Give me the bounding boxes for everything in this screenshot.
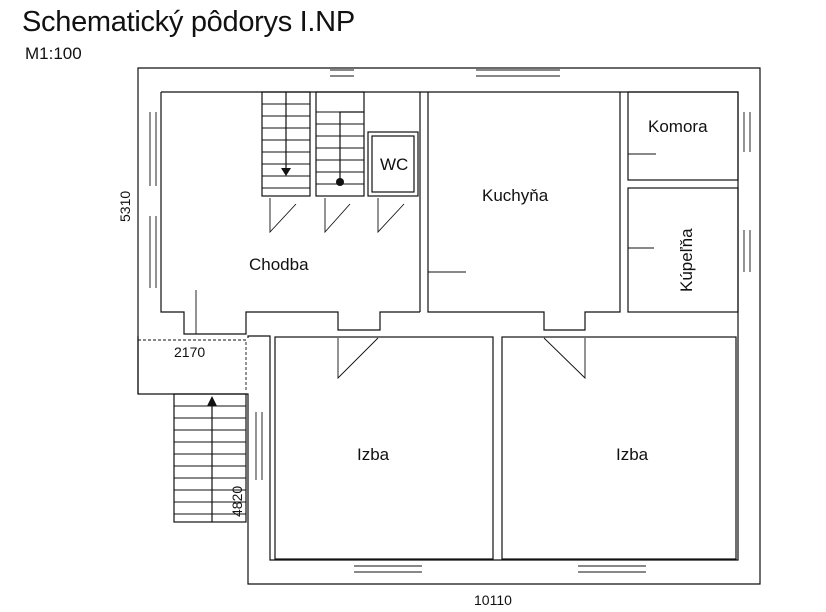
room-label-kitchen: Kuchyňa xyxy=(482,186,549,205)
dimension-terrace-width: 2170 xyxy=(174,344,205,360)
entrance-stairs xyxy=(173,393,247,523)
door-swings xyxy=(195,118,656,380)
dimension-height-upper: 5310 xyxy=(117,191,133,222)
staircase-upper xyxy=(261,91,419,197)
dimension-total-width: 10110 xyxy=(474,592,512,608)
windows xyxy=(149,69,751,573)
room-label-pantry: Komora xyxy=(648,117,708,136)
room-label-room-left: Izba xyxy=(357,445,390,464)
plan-scale: M1:100 xyxy=(25,44,82,63)
room-label-hall: Chodba xyxy=(249,255,309,274)
dimension-height-lower: 4820 xyxy=(229,486,245,517)
plan-title: Schematický pôdorys I.NP xyxy=(22,6,355,38)
interior-walls xyxy=(137,91,739,560)
room-label-wc: WC xyxy=(380,155,408,174)
room-label-bathroom: Kúpeľňa xyxy=(677,228,696,292)
room-label-room-right: Izba xyxy=(616,445,649,464)
